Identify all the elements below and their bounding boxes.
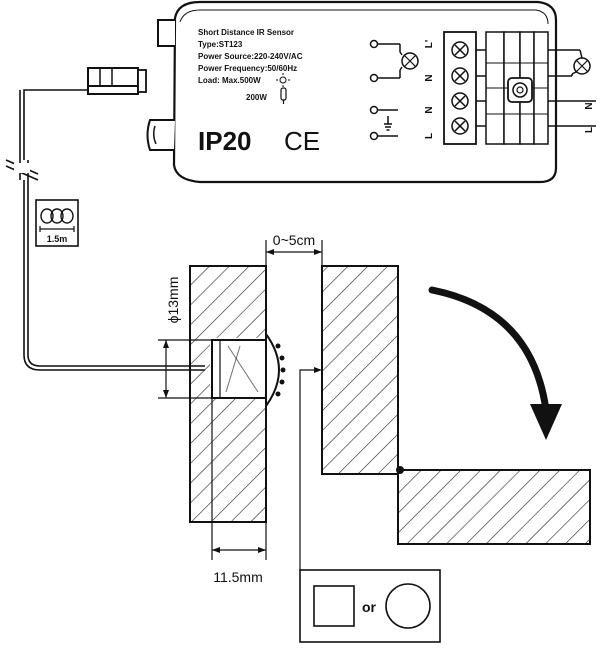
sensor-cable bbox=[5, 89, 205, 371]
connector-plug bbox=[87, 67, 147, 95]
device-title: Short Distance IR Sensor bbox=[198, 28, 294, 37]
wire-guides bbox=[485, 31, 549, 145]
terminal-label-l-out: L' bbox=[424, 40, 435, 49]
ip-rating: IP20 bbox=[198, 126, 252, 156]
mount-options-box: or bbox=[299, 569, 441, 643]
sensor-device: Short Distance IR Sensor Type:ST123 Powe… bbox=[87, 0, 596, 184]
device-power-frequency: Power Frequency:50/60Hz bbox=[198, 64, 297, 73]
mains-label-l: L bbox=[584, 127, 595, 133]
device-load: Load: Max.500W bbox=[198, 76, 261, 85]
mount-tab-bottom bbox=[146, 119, 175, 151]
incandescent-lamp-icon bbox=[276, 73, 290, 87]
diameter-dimension-label: ϕ13mm bbox=[165, 277, 181, 324]
terminal-block bbox=[443, 31, 486, 145]
mains-label-n: N bbox=[584, 102, 595, 109]
square-mount-icon bbox=[313, 585, 355, 627]
earth-symbol-icon bbox=[384, 116, 392, 131]
cabinet-door bbox=[396, 466, 591, 545]
terminal-label-n-out: N bbox=[424, 74, 435, 81]
mount-tab-top bbox=[157, 19, 175, 47]
cabinet-right-panel bbox=[321, 265, 399, 475]
led-bulb-icon bbox=[280, 87, 287, 104]
gap-dimension: 0~5cm bbox=[265, 232, 323, 266]
diameter-dimension: ϕ13mm bbox=[158, 277, 212, 399]
terminal-label-n-in: N bbox=[424, 106, 435, 113]
mount-or-label: or bbox=[362, 599, 377, 615]
gap-dimension-label: 0~5cm bbox=[273, 232, 315, 248]
device-type: Type:ST123 bbox=[198, 40, 243, 49]
depth-dimension-label: 11.5mm bbox=[213, 569, 263, 585]
terminal-screw bbox=[451, 92, 469, 110]
cable-clamp bbox=[507, 77, 533, 103]
load-lamp-icon bbox=[571, 49, 591, 75]
device-led-load: 200W bbox=[246, 93, 267, 102]
terminal-contacts bbox=[369, 39, 379, 141]
door-hinge bbox=[396, 466, 404, 474]
depth-dimension: 11.5mm bbox=[211, 398, 267, 585]
coil-icon bbox=[39, 208, 75, 232]
terminal-label-l-in: L bbox=[424, 133, 435, 139]
ce-mark: CE bbox=[284, 126, 320, 156]
terminal-screw bbox=[451, 41, 469, 59]
ir-sensor-head bbox=[211, 330, 286, 410]
leader-line bbox=[299, 367, 322, 570]
cable-length-label: 1.5m bbox=[47, 234, 68, 244]
terminal-screw bbox=[451, 67, 469, 85]
device-power-source: Power Source:220-240V/AC bbox=[198, 52, 303, 61]
round-mount-icon bbox=[385, 583, 431, 629]
terminal-screw bbox=[451, 117, 469, 135]
cable-length-badge: 1.5m bbox=[35, 199, 79, 247]
door-swing-arrow bbox=[428, 286, 562, 440]
output-lamp-icon bbox=[399, 44, 419, 78]
